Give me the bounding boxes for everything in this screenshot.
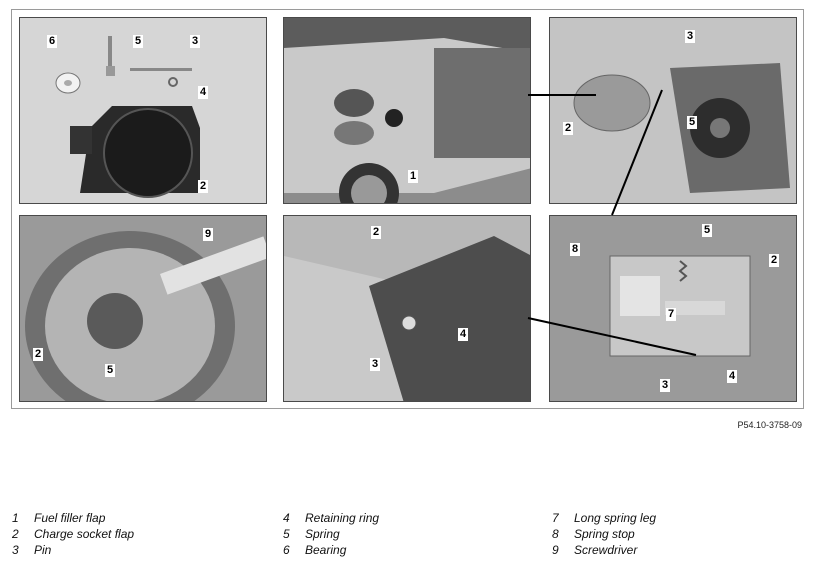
- vehicle-illustration: [284, 18, 530, 203]
- photo-vehicle-rear: 1: [283, 17, 531, 204]
- callout-2: 2: [198, 180, 209, 193]
- callout-3: 3: [685, 30, 696, 43]
- figure-reference: P54.10-3758-09: [737, 420, 802, 430]
- photo-spring-mechanism: 5 8 2 7 3 4: [549, 215, 797, 402]
- callout-2: 2: [769, 254, 780, 267]
- callout-3: 3: [660, 379, 671, 392]
- callout-3: 3: [190, 35, 201, 48]
- photo-screwdriver: 9 2 5: [19, 215, 267, 402]
- callout-5: 5: [687, 116, 698, 129]
- callout-5: 5: [105, 364, 116, 377]
- callout-8: 8: [570, 243, 581, 256]
- photo-parts-exploded: 6 5 3 4 2: [19, 17, 267, 204]
- photo-charge-socket: 3 2 5: [549, 17, 797, 204]
- callout-7: 7: [666, 308, 677, 321]
- parts-illustration: [55, 36, 200, 198]
- callout-5: 5: [702, 224, 713, 237]
- callout-4: 4: [198, 86, 209, 99]
- callout-2: 2: [371, 226, 382, 239]
- photo-pin-retaining-ring: 2 4 3: [283, 215, 531, 402]
- callout-2: 2: [33, 348, 44, 361]
- callout-9: 9: [203, 228, 214, 241]
- socket-illustration: [550, 18, 796, 203]
- screwdriver-illustration: [25, 231, 266, 401]
- callout-5: 5: [133, 35, 144, 48]
- callout-2: 2: [563, 122, 574, 135]
- callout-3: 3: [370, 358, 381, 371]
- callout-1: 1: [408, 170, 419, 183]
- callout-4: 4: [458, 328, 469, 341]
- callout-6: 6: [47, 35, 58, 48]
- callout-4: 4: [727, 370, 738, 383]
- pin-illustration: [284, 216, 530, 401]
